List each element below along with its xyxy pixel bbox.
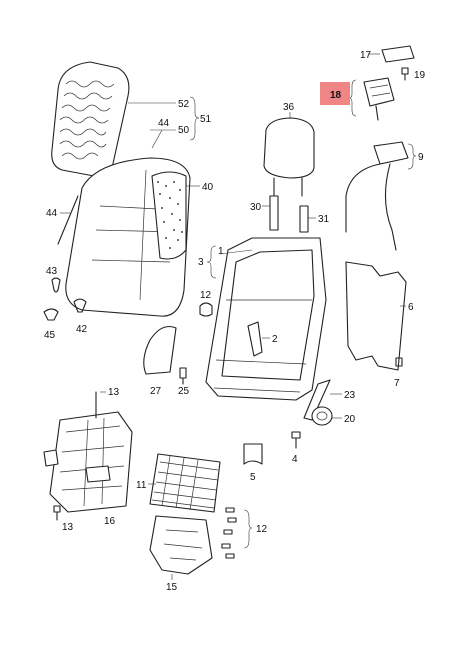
highlight-box-18 bbox=[320, 82, 350, 105]
headrest-guide-part-30[interactable] bbox=[269, 195, 279, 231]
callout-42: 42 bbox=[76, 324, 88, 335]
callout-12-right: 12 bbox=[256, 524, 268, 535]
callout-44: 44 bbox=[46, 208, 58, 219]
callout-15: 15 bbox=[166, 582, 178, 593]
backrest-frame-part[interactable] bbox=[205, 237, 327, 401]
back-panel-part-6[interactable] bbox=[345, 261, 407, 371]
callout-5: 5 bbox=[250, 472, 256, 483]
clip-part-42[interactable] bbox=[73, 298, 87, 313]
callout-52: 52 bbox=[178, 99, 190, 110]
callout-4: 4 bbox=[292, 454, 298, 465]
callout-2: 2 bbox=[272, 334, 278, 345]
callout-13-bottom: 13 bbox=[62, 522, 74, 533]
callout-43: 43 bbox=[46, 266, 58, 277]
padding-dots bbox=[157, 181, 183, 249]
callout-17: 17 bbox=[360, 50, 372, 61]
cover-part-17[interactable] bbox=[381, 45, 415, 63]
callout-44-top: 44 bbox=[158, 118, 170, 129]
knob-part-20[interactable] bbox=[311, 406, 333, 426]
callout-7: 7 bbox=[394, 378, 400, 389]
clip-part-5[interactable] bbox=[243, 443, 263, 465]
rod-part-44[interactable] bbox=[57, 195, 79, 245]
bolt-part-25[interactable] bbox=[179, 367, 187, 385]
callout-9: 9 bbox=[418, 152, 424, 163]
callout-51: 51 bbox=[200, 114, 212, 125]
seat-plate-part-15[interactable] bbox=[149, 515, 213, 575]
clip-part-12[interactable] bbox=[199, 302, 213, 317]
seat-frame-part-16[interactable] bbox=[43, 411, 133, 513]
callout-3: 3 bbox=[198, 257, 204, 268]
module-part-9[interactable] bbox=[345, 141, 409, 251]
clip-part-43[interactable] bbox=[51, 277, 61, 293]
callout-18: 18 bbox=[330, 90, 342, 101]
lumbar-part-2[interactable] bbox=[247, 321, 263, 357]
callout-1: 1 bbox=[218, 246, 224, 257]
bracket-part-27[interactable] bbox=[143, 325, 177, 375]
headrest-part[interactable] bbox=[263, 117, 315, 197]
screw-part-13-bottom[interactable] bbox=[53, 505, 61, 521]
bolt-part-4[interactable] bbox=[291, 431, 301, 449]
callout-45: 45 bbox=[44, 330, 56, 341]
backrest-cushion-part[interactable] bbox=[65, 157, 191, 317]
clips-part-12[interactable] bbox=[221, 507, 237, 559]
callout-11: 11 bbox=[136, 480, 147, 491]
headrest-guide-part-31[interactable] bbox=[299, 205, 309, 233]
spring-mat-part-11[interactable] bbox=[149, 453, 221, 513]
callout-31: 31 bbox=[318, 214, 330, 225]
callout-30: 30 bbox=[250, 202, 262, 213]
callout-50: 50 bbox=[178, 125, 190, 136]
switch-part-18[interactable] bbox=[363, 77, 395, 121]
callout-23: 23 bbox=[344, 390, 356, 401]
callout-25: 25 bbox=[178, 386, 190, 397]
callout-19: 19 bbox=[414, 70, 426, 81]
callout-16: 16 bbox=[104, 516, 116, 527]
clip-part-45[interactable] bbox=[43, 308, 59, 321]
callout-20: 20 bbox=[344, 414, 356, 425]
callout-27: 27 bbox=[150, 386, 162, 397]
heating-mat-part[interactable] bbox=[51, 61, 130, 177]
callout-13-top: 13 bbox=[108, 387, 120, 398]
screw-part-19[interactable] bbox=[401, 67, 409, 81]
lever-part-23[interactable] bbox=[303, 379, 331, 421]
callout-12-mid: 12 bbox=[200, 290, 212, 301]
callout-36: 36 bbox=[283, 102, 295, 113]
nut-part-7[interactable] bbox=[395, 357, 403, 367]
callout-40: 40 bbox=[202, 182, 214, 193]
callout-6: 6 bbox=[408, 302, 414, 313]
